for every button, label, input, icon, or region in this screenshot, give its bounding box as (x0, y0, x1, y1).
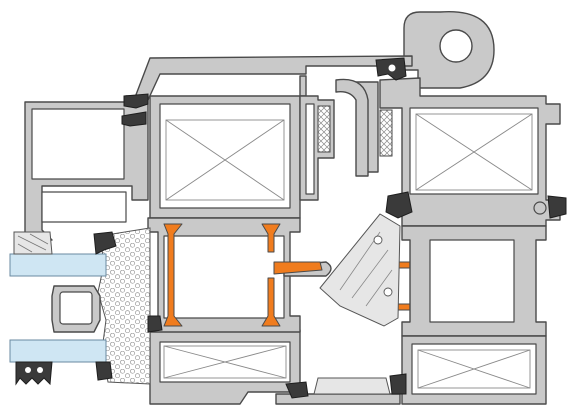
chamber-lower-left (41, 191, 127, 223)
chamber-cross-lines (165, 119, 285, 201)
gaskets (13, 57, 567, 399)
chamber-sash-upper (159, 103, 291, 209)
glass-pane-inner (9, 339, 107, 363)
chamber-upper-left (31, 108, 125, 180)
glazing-unit (9, 253, 107, 363)
sash-gasket-strip (317, 105, 331, 153)
outer-frame-profile (275, 77, 561, 405)
hinge-knuckle (403, 10, 495, 89)
glass-pane-outer (9, 253, 107, 277)
sash-frame-profile (24, 55, 413, 405)
central-wedge-gasket (319, 213, 401, 327)
hinge-pin-hole (439, 29, 473, 63)
frame-gasket-strip (379, 109, 393, 157)
